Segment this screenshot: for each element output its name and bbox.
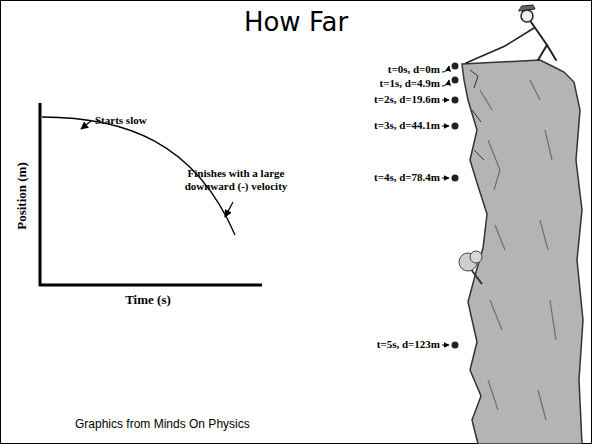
ball: [452, 63, 459, 70]
time-distance-label: t=2s, d=19.6m: [374, 93, 440, 106]
pointer-arrow: [442, 80, 449, 86]
pointer-arrow: [442, 126, 449, 127]
man-arm: [466, 28, 534, 63]
axis-label: Time (s): [125, 292, 171, 308]
man-torso: [531, 22, 547, 45]
time-distance-label: t=1s, d=4.9m: [379, 77, 440, 90]
tree: [459, 251, 482, 284]
pointer-arrow: [442, 345, 449, 346]
ball: [452, 97, 459, 104]
position-time-graph: [39, 103, 262, 286]
man-hat: [519, 5, 535, 11]
y-axis: [39, 103, 42, 286]
cliff-shading: [480, 80, 556, 420]
credit-caption: Graphics from Minds On Physics: [75, 417, 250, 431]
cliff-cracks: [470, 70, 484, 160]
annotation-arrow: [81, 121, 91, 129]
pointer-arrow: [442, 100, 449, 101]
man-figure: [466, 5, 556, 63]
ball: [452, 342, 459, 349]
tree-crown: [470, 251, 482, 263]
pointer-arrow: [442, 178, 449, 179]
cliff-face: [462, 60, 583, 444]
time-distance-label: t=3s, d=44.1m: [374, 119, 440, 132]
x-axis: [39, 284, 262, 287]
ball: [452, 77, 459, 84]
cliff: [462, 60, 583, 444]
ball: [452, 123, 459, 130]
graph-annotation: Starts slow: [95, 114, 147, 127]
axis-label: Position (m): [14, 162, 30, 230]
time-distance-label: t=0s, d=0m: [388, 63, 440, 76]
annotation-arrow: [225, 202, 233, 217]
man-legs: [538, 45, 556, 60]
time-distance-label: t=4s, d=78.4m: [374, 171, 440, 184]
time-distance-label: t=5s, d=123m: [377, 338, 440, 351]
ball: [452, 175, 459, 182]
man-head: [521, 10, 533, 22]
ball-positions: [442, 63, 459, 349]
graph-annotation: Finishes with a large downward (-) veloc…: [183, 167, 289, 193]
pointer-arrow: [442, 66, 449, 72]
slide-title: How Far: [244, 7, 348, 37]
